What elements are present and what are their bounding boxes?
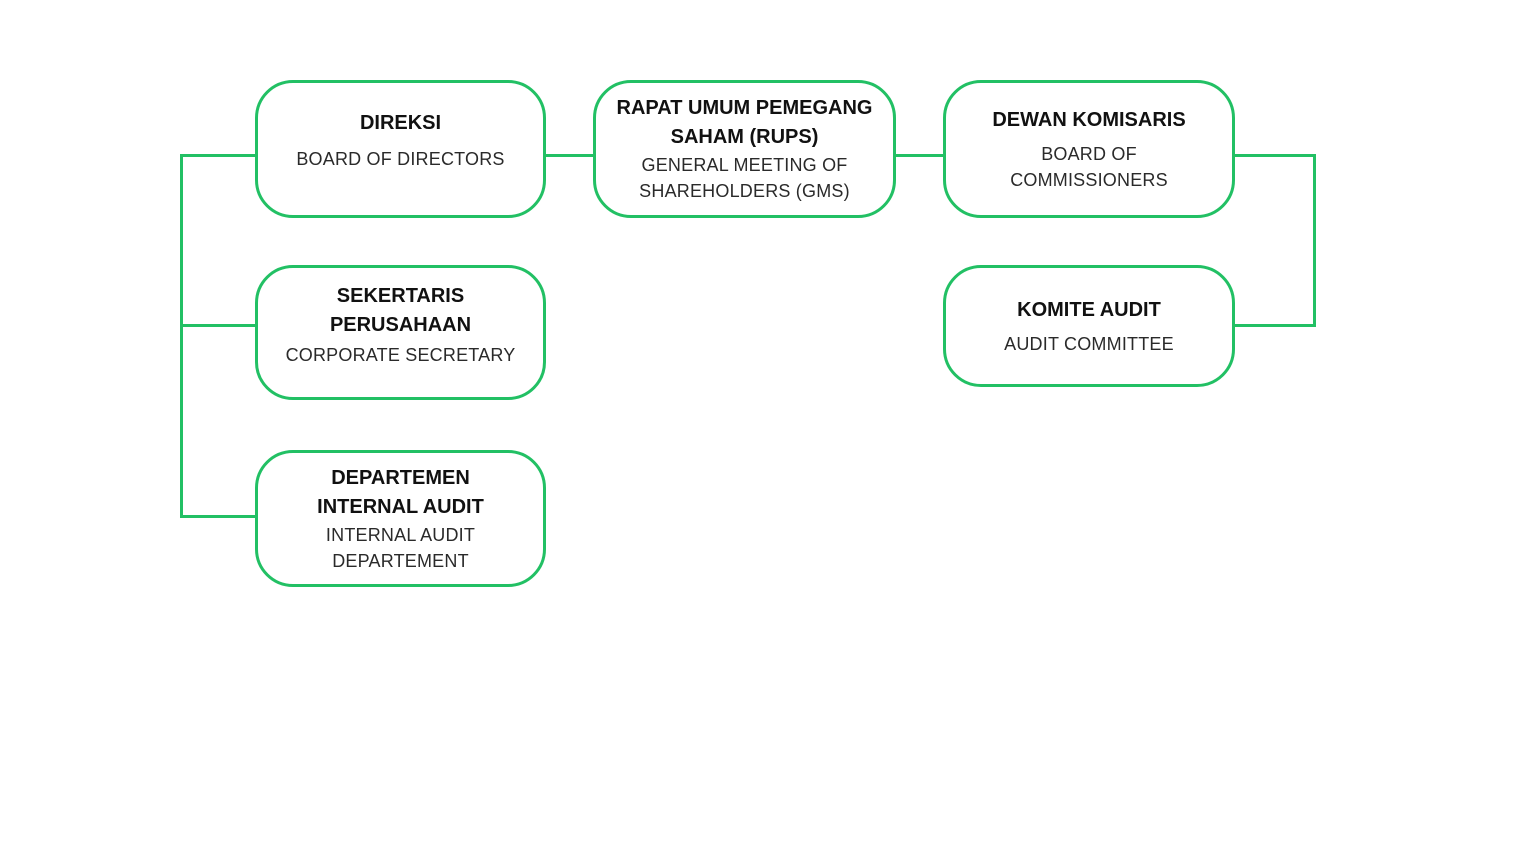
node-direksi: DIREKSI BOARD OF DIRECTORS: [255, 80, 546, 218]
node-title-line1: SEKERTARIS: [336, 284, 465, 307]
node-title-line2: SAHAM (RUPS): [670, 126, 819, 148]
node-rups: RAPAT UMUM PEMEGANG SAHAM (RUPS) GENERAL…: [593, 80, 896, 218]
node-sekretaris: SEKERTARIS PERUSAHAAN CORPORATE SECRETAR…: [255, 265, 546, 400]
node-title-line2: INTERNAL AUDIT: [317, 495, 484, 518]
connector-right-from-dewan: [1234, 154, 1316, 157]
node-title: DIREKSI: [359, 111, 442, 134]
connector-direksi-rups: [545, 154, 595, 157]
node-subtitle-line2: DEPARTEMENT: [332, 550, 469, 571]
node-subtitle-line2: SHAREHOLDERS (GMS): [639, 181, 850, 201]
node-title-line1: DEPARTEMEN: [331, 466, 470, 489]
node-subtitle: AUDIT COMMITTEE: [1004, 333, 1174, 354]
connector-rups-dewan: [895, 154, 945, 157]
connector-left-to-sekretaris: [180, 324, 256, 327]
node-subtitle-line1: BOARD OF: [1041, 143, 1137, 164]
node-subtitle: BOARD OF DIRECTORS: [296, 148, 505, 169]
connector-left-to-direksi: [180, 154, 256, 157]
node-komite-audit: KOMITE AUDIT AUDIT COMMITTEE: [943, 265, 1235, 387]
connector-left-to-internal-audit: [180, 515, 256, 518]
connector-right-to-komite: [1234, 324, 1316, 327]
node-title: KOMITE AUDIT: [1017, 298, 1161, 321]
node-subtitle-line2: COMMISSIONERS: [1010, 169, 1168, 190]
node-title-line1: RAPAT UMUM PEMEGANG: [616, 97, 873, 119]
node-dewan-komisaris: DEWAN KOMISARIS BOARD OF COMMISSIONERS: [943, 80, 1235, 218]
connector-right-vertical: [1313, 154, 1316, 327]
connector-left-vertical: [180, 154, 183, 518]
node-internal-audit: DEPARTEMEN INTERNAL AUDIT INTERNAL AUDIT…: [255, 450, 546, 587]
node-title: DEWAN KOMISARIS: [992, 108, 1186, 131]
node-subtitle-line1: INTERNAL AUDIT: [325, 524, 476, 545]
node-subtitle-line1: GENERAL MEETING OF: [641, 155, 848, 175]
node-title-line2: PERUSAHAAN: [329, 313, 472, 336]
node-subtitle: CORPORATE SECRETARY: [285, 344, 516, 365]
